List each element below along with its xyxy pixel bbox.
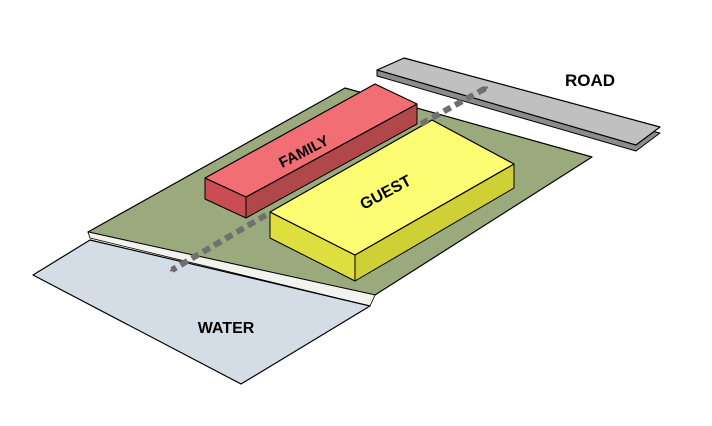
water bbox=[32, 231, 376, 385]
road-top bbox=[376, 57, 661, 146]
guest-top-face bbox=[269, 119, 515, 256]
water-surface bbox=[32, 239, 371, 385]
water-label: WATER bbox=[198, 320, 255, 337]
road-label: ROAD bbox=[565, 71, 615, 90]
dashed-double-arrow-icon bbox=[172, 85, 486, 273]
family-top-face bbox=[204, 83, 418, 198]
guest-building bbox=[269, 119, 515, 282]
road bbox=[376, 57, 661, 152]
family-building bbox=[204, 83, 418, 219]
axis-dash-line-lower bbox=[172, 212, 268, 273]
